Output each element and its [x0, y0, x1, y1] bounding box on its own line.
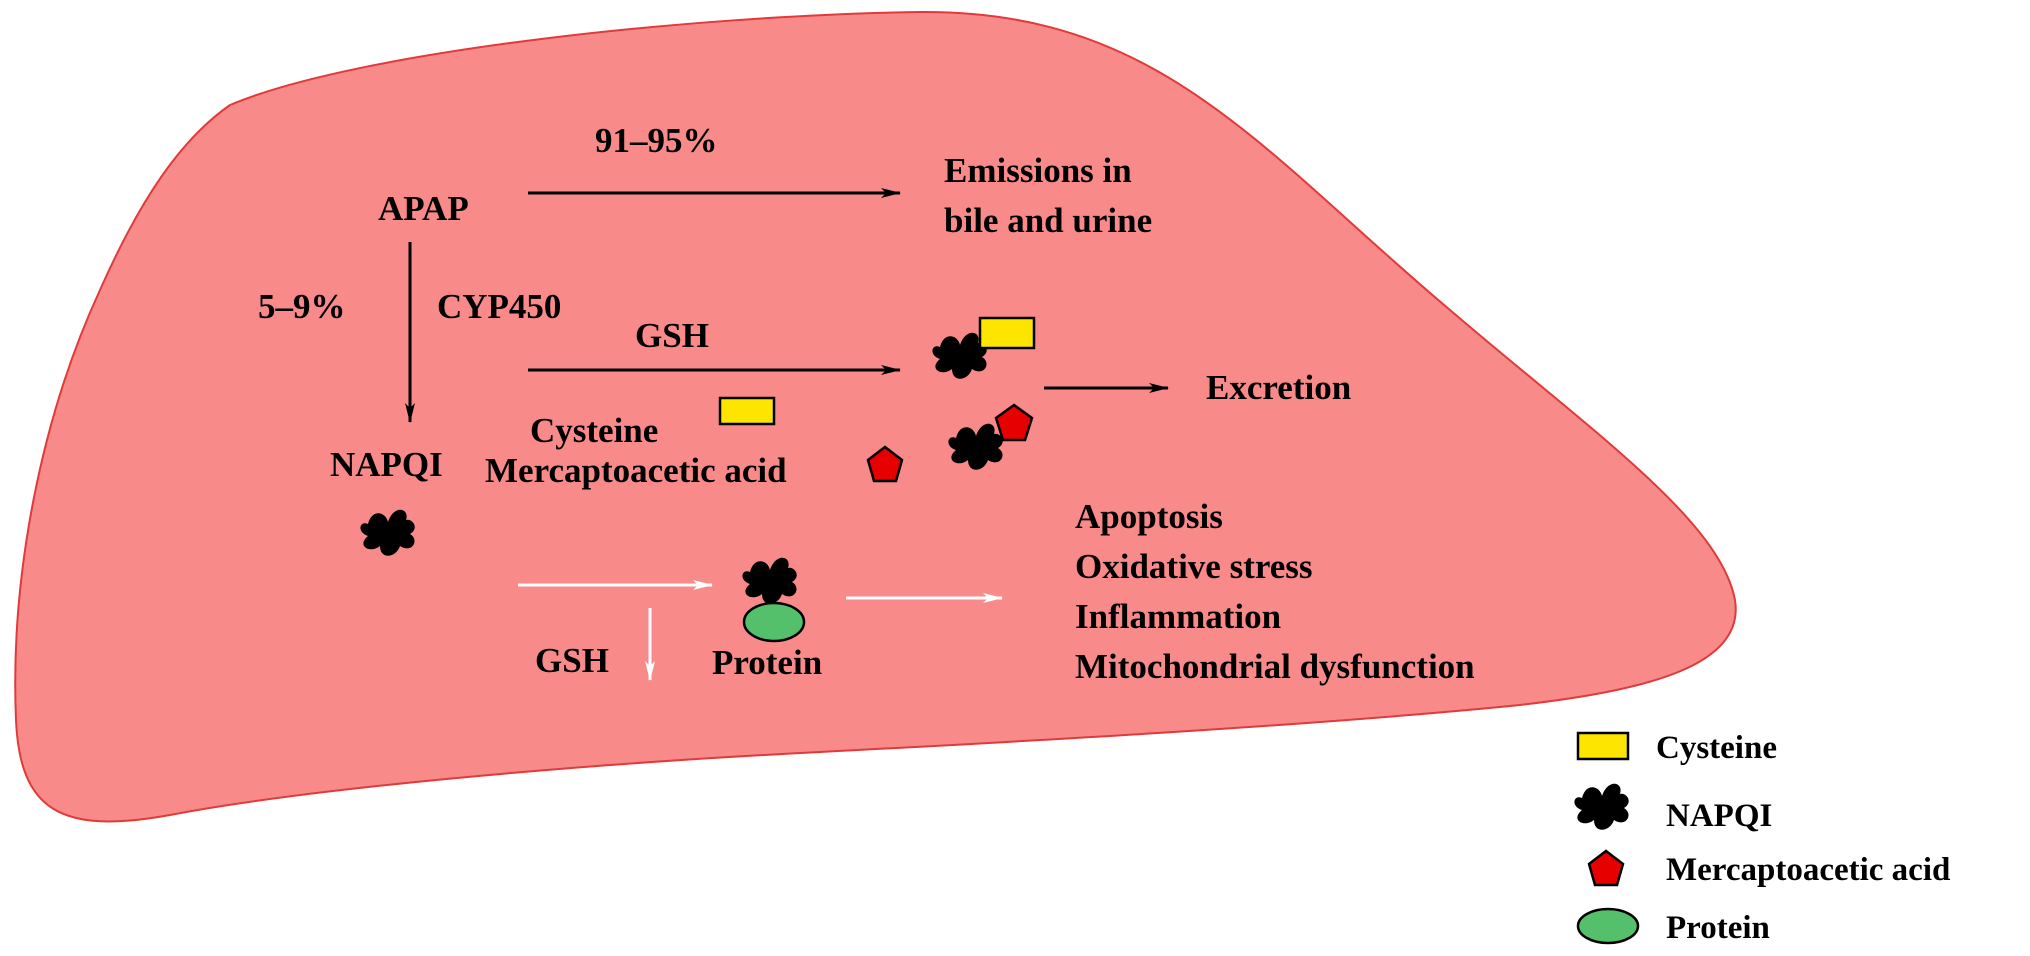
cysteine-icon — [978, 316, 1036, 350]
legend-protein-icon — [1576, 907, 1640, 945]
mercaptoacetic-acid-icon — [866, 445, 904, 483]
legend: Cysteine NAPQI Mercaptoacetic acid Prote… — [1574, 730, 1950, 946]
gsh-depletion-label: GSH — [535, 641, 609, 680]
outcome-mitochondrial-dysfunction: Mitochondrial dysfunction — [1075, 647, 1475, 686]
legend-protein-label: Protein — [1666, 910, 1770, 946]
protein-label: Protein — [712, 643, 822, 682]
apap-label: APAP — [378, 189, 469, 228]
outcome-inflammation: Inflammation — [1075, 597, 1281, 636]
emissions-label-line1: Emissions in — [944, 151, 1132, 190]
legend-cysteine-label: Cysteine — [1656, 730, 1777, 766]
legend-mercaptoacetic-acid-icon — [1587, 849, 1625, 887]
outcome-apoptosis: Apoptosis — [1075, 497, 1223, 536]
legend-cysteine-icon — [1576, 731, 1630, 761]
liver-shape — [14, 10, 1737, 823]
emissions-label-line2: bile and urine — [944, 201, 1152, 240]
cysteine-icon — [718, 396, 776, 426]
excretion-label: Excretion — [1206, 368, 1351, 407]
cyp450-label: CYP450 — [437, 287, 561, 326]
pct-metabolized-label: 5–9% — [258, 287, 346, 326]
napqi-label: NAPQI — [330, 445, 443, 484]
pct-excreted-label: 91–95% — [595, 121, 718, 160]
protein-icon — [742, 601, 806, 643]
legend-napqi-icon — [1574, 783, 1629, 830]
mercaptoacetic-acid-icon — [994, 403, 1034, 442]
outcome-oxidative-stress: Oxidative stress — [1075, 547, 1313, 586]
legend-napqi-label: NAPQI — [1666, 798, 1772, 834]
legend-mercaptoacetic-acid-label: Mercaptoacetic acid — [1666, 852, 1950, 888]
gsh-conjugation-label: GSH — [635, 316, 709, 355]
mercaptoacetic-acid-label: Mercaptoacetic acid — [485, 451, 787, 490]
cysteine-label: Cysteine — [530, 411, 658, 450]
